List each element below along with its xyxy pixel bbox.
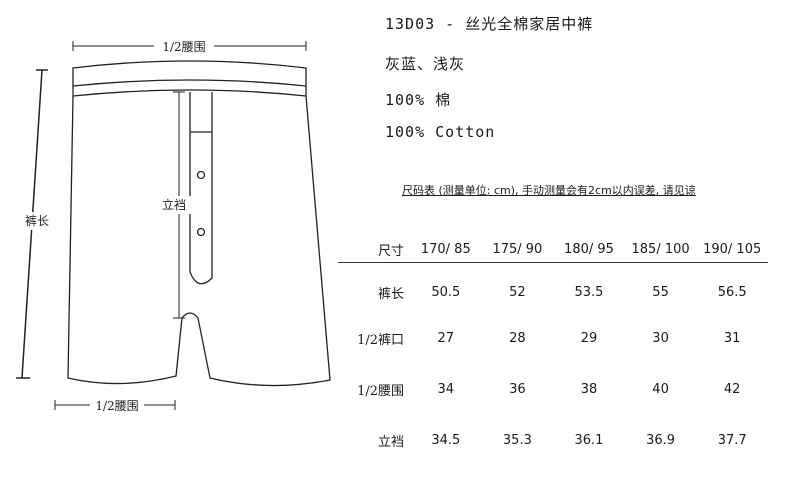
size-col-header: 185/ 100 bbox=[624, 238, 697, 263]
table-cell: 50.5 bbox=[431, 285, 461, 301]
bottom-width-label: 1/2腰围 bbox=[95, 399, 138, 413]
table-cell: 36.9 bbox=[646, 433, 676, 448]
table-row: 立裆 34.5 35.3 36.1 36.9 37.7 bbox=[338, 415, 768, 466]
table-cell: 28 bbox=[509, 331, 526, 346]
table-cell: 34 bbox=[437, 382, 455, 397]
table-cell: 38 bbox=[580, 382, 598, 397]
table-row: 1/2裤口 27 28 29 30 31 bbox=[338, 313, 768, 364]
size-chart-note: 尺码表 (测量单位: cm), 手动测量会有2cm以内误差, 请见谅 bbox=[402, 184, 696, 197]
material-cn: 100% 棉 bbox=[385, 91, 452, 109]
row-label: 1/2裤口 bbox=[357, 333, 404, 348]
table-cell: 35.3 bbox=[502, 433, 532, 448]
table-cell: 29 bbox=[580, 331, 598, 346]
shorts-diagram: 1/2腰围 1/2腰围 裤长 立裆 bbox=[16, 38, 331, 413]
size-col-header: 180/ 95 bbox=[553, 238, 625, 263]
table-cell: 40 bbox=[652, 382, 669, 397]
table-cell: 52 bbox=[509, 285, 526, 301]
size-header-row: 尺寸 170/ 85 175/ 90 180/ 95 185/ 100 190/… bbox=[338, 238, 768, 263]
table-cell: 34.5 bbox=[431, 433, 461, 448]
table-cell: 36 bbox=[509, 382, 526, 397]
waistband-outline bbox=[72, 60, 307, 97]
table-cell: 36.1 bbox=[574, 433, 604, 448]
size-col-header: 175/ 90 bbox=[481, 238, 554, 263]
table-cell: 56.5 bbox=[717, 285, 747, 301]
fly-placket bbox=[189, 92, 213, 285]
row-label: 裤长 bbox=[377, 287, 404, 303]
table-cell: 31 bbox=[723, 331, 741, 346]
table-row: 裤长 50.5 52 53.5 55 56.5 bbox=[338, 262, 768, 313]
size-col-header: 170/ 85 bbox=[410, 238, 482, 263]
product-colors: 灰蓝、浅灰 bbox=[385, 55, 466, 73]
size-table: 尺寸 170/ 85 175/ 90 180/ 95 185/ 100 190/… bbox=[338, 238, 768, 466]
table-cell: 53.5 bbox=[574, 285, 604, 301]
table-cell: 42 bbox=[723, 382, 741, 397]
size-col-header: 190/ 105 bbox=[696, 238, 768, 263]
waistband-inner-line bbox=[72, 79, 307, 87]
table-cell: 55 bbox=[652, 285, 669, 301]
top-width-label: 1/2腰围 bbox=[162, 40, 205, 54]
rise-label: 立裆 bbox=[162, 197, 186, 212]
table-cell: 27 bbox=[437, 331, 455, 346]
button-upper bbox=[196, 170, 206, 180]
product-title: 13D03 - 丝光全棉家居中裤 bbox=[385, 15, 594, 33]
row-label: 1/2腰围 bbox=[357, 384, 404, 399]
size-header-label: 尺寸 bbox=[338, 238, 410, 263]
table-row: 1/2腰围 34 36 38 40 42 bbox=[338, 364, 768, 415]
table-cell: 37.7 bbox=[717, 433, 747, 448]
row-label: 立裆 bbox=[377, 435, 404, 450]
table-cell: 30 bbox=[652, 331, 669, 346]
length-label: 裤长 bbox=[25, 214, 49, 228]
button-lower bbox=[196, 227, 206, 237]
shorts-outline bbox=[67, 95, 331, 387]
material-en: 100% Cotton bbox=[385, 123, 496, 141]
